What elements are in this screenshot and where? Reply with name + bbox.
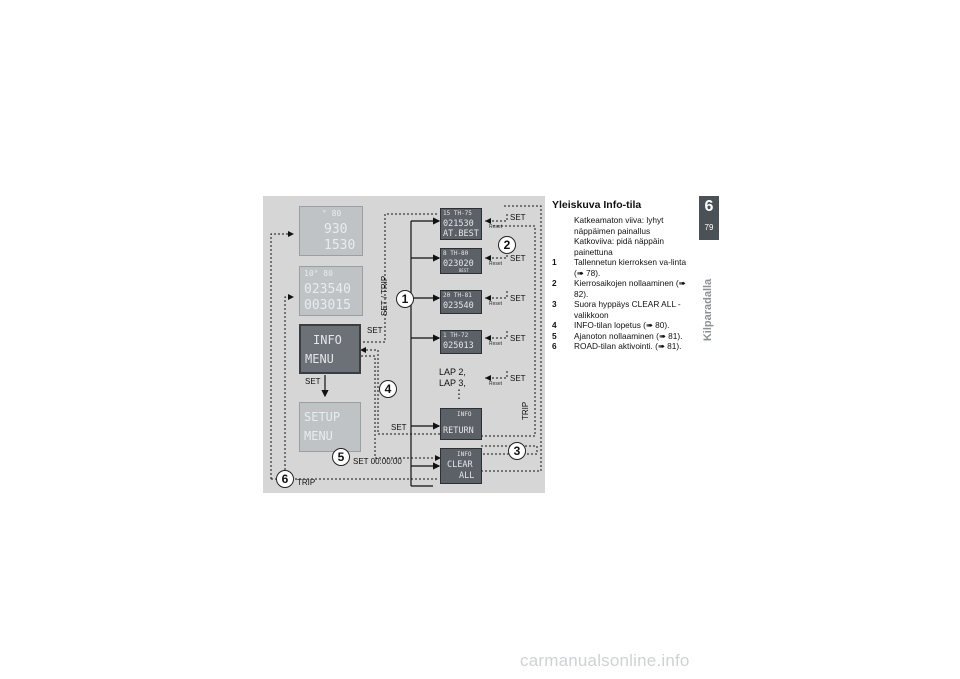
display-info-clear-all: INFO CLEAR ALL	[440, 448, 482, 484]
label-trip-bottom: TRIP	[297, 478, 316, 487]
page-number: 79	[704, 223, 714, 232]
label-trip-right: TRIP	[521, 401, 530, 420]
label-reset-4: Reset	[489, 341, 503, 347]
label-reset-3: Reset	[489, 301, 503, 307]
display-lap-4: 1 TH-72 025013	[440, 330, 482, 354]
label-set-info: SET	[367, 326, 383, 335]
label-lap-3: LAP 3,	[439, 378, 466, 388]
legend-solid: Katkeamaton viiva: lyhyt näppäimen paina…	[574, 215, 664, 236]
display-laptime: 10° 80 023540 003015	[299, 266, 363, 316]
label-set-zero: SET 00:00:00	[353, 457, 402, 466]
label-set-setup: SET	[305, 377, 321, 386]
label-dots: ⋮	[453, 387, 465, 401]
callout-5: 5	[332, 448, 350, 466]
label-set-r1: SET	[510, 213, 526, 222]
display-lap-2: 8 TH-80 023020 BEST	[440, 248, 482, 274]
callout-3: 3	[508, 442, 526, 460]
label-set-return: SET	[391, 423, 407, 432]
callout-1: 1	[396, 290, 414, 308]
display-setup-menu: SETUP MENU	[299, 402, 361, 452]
label-lap-2: LAP 2,	[439, 367, 466, 377]
display-info-return: INFO RETURN	[440, 408, 482, 440]
watermark: carmanualsonline.info	[520, 651, 690, 670]
display-info-menu: INFO MENU	[299, 324, 361, 374]
info-mode-diagram: ° 80 930 1530 10° 80 023540 003015 INFO …	[263, 196, 545, 493]
chapter-tab: 6 79	[699, 196, 719, 240]
section-heading: Yleiskuva Info-tila	[552, 199, 642, 211]
label-set-trip: SET / TRIP	[380, 275, 389, 316]
connector-lines	[270, 205, 542, 487]
label-set-r5: SET	[510, 374, 526, 383]
label-set-r3: SET	[510, 294, 526, 303]
display-lap-3: 20 TH-81 023540	[440, 290, 482, 314]
display-lap-1: 15 TH-75 021530 AT.BEST	[440, 208, 482, 240]
display-speed: ° 80 930 1530	[299, 206, 363, 256]
label-reset-1: Reset	[489, 224, 503, 230]
callout-6: 6	[276, 470, 294, 488]
callout-4: 4	[379, 380, 397, 398]
label-reset-2: Reset	[489, 261, 503, 267]
label-set-r4: SET	[510, 334, 526, 343]
section-title-vertical: Kilparadalla	[702, 278, 714, 342]
label-reset-5: Reset	[489, 381, 503, 387]
legend-dotted: Katkoviiva: pidä näppäin painettuna	[574, 236, 664, 257]
chapter-number: 6	[704, 198, 714, 215]
legend-text: Yleiskuva Info-tila Katkeamaton viiva: l…	[552, 199, 687, 352]
label-set-r2: SET	[510, 254, 526, 263]
callout-2: 2	[498, 236, 516, 254]
